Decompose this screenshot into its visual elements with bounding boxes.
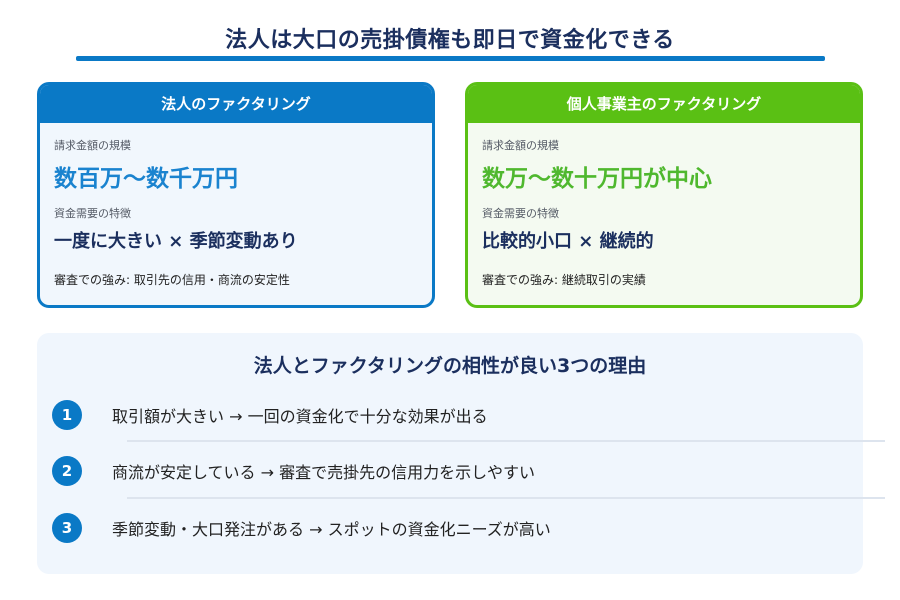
number-badge: 3 — [52, 513, 82, 543]
demand-label: 資金需要の特徴 — [482, 207, 559, 220]
screening-strength: 審査での強み: 継続取引の実績 — [482, 273, 646, 287]
sole-proprietor-factoring-card: 個人事業主のファクタリング 請求金額の規模 数万〜数十万円が中心 資金需要の特徴… — [465, 82, 863, 308]
reason-text: 取引額が大きい → 一回の資金化で十分な効果が出る — [112, 407, 488, 426]
reason-text: 商流が安定している → 審査で売掛先の信用力を示しやすい — [112, 463, 535, 482]
reason-text: 季節変動・大口発注がある → スポットの資金化ニーズが高い — [112, 520, 551, 539]
reasons-title: 法人とファクタリングの相性が良い3つの理由 — [253, 355, 647, 377]
reasons-panel: 法人とファクタリングの相性が良い3つの理由 1 取引額が大きい → 一回の資金化… — [37, 333, 885, 574]
corporate-factoring-card: 法人のファクタリング 請求金額の規模 数百万〜数千万円 資金需要の特徴 一度に大… — [37, 82, 435, 308]
scale-value: 数百万〜数千万円 — [54, 166, 238, 192]
number-badge: 1 — [52, 400, 82, 430]
screening-strength: 審査での強み: 取引先の信用・商流の安定性 — [54, 273, 290, 287]
scale-value: 数万〜数十万円が中心 — [482, 166, 712, 192]
reason-item: 2 商流が安定している → 審査で売掛先の信用力を示しやすい — [52, 449, 847, 493]
demand-value: 一度に大きい × 季節変動あり — [54, 231, 298, 252]
scale-label: 請求金額の規模 — [54, 139, 131, 152]
demand-value: 比較的小口 × 継続的 — [482, 231, 654, 252]
page-title: 法人は大口の売掛債権も即日で資金化できる — [225, 28, 675, 53]
divider — [127, 440, 885, 442]
number-badge: 2 — [52, 456, 82, 486]
card-heading: 個人事業主のファクタリング — [468, 85, 860, 123]
reason-item: 3 季節変動・大口発注がある → スポットの資金化ニーズが高い — [52, 506, 847, 550]
title-underline — [76, 56, 825, 61]
divider — [127, 497, 885, 499]
card-heading: 法人のファクタリング — [40, 85, 432, 123]
demand-label: 資金需要の特徴 — [54, 207, 131, 220]
reason-item: 1 取引額が大きい → 一回の資金化で十分な効果が出る — [52, 393, 847, 437]
scale-label: 請求金額の規模 — [482, 139, 559, 152]
